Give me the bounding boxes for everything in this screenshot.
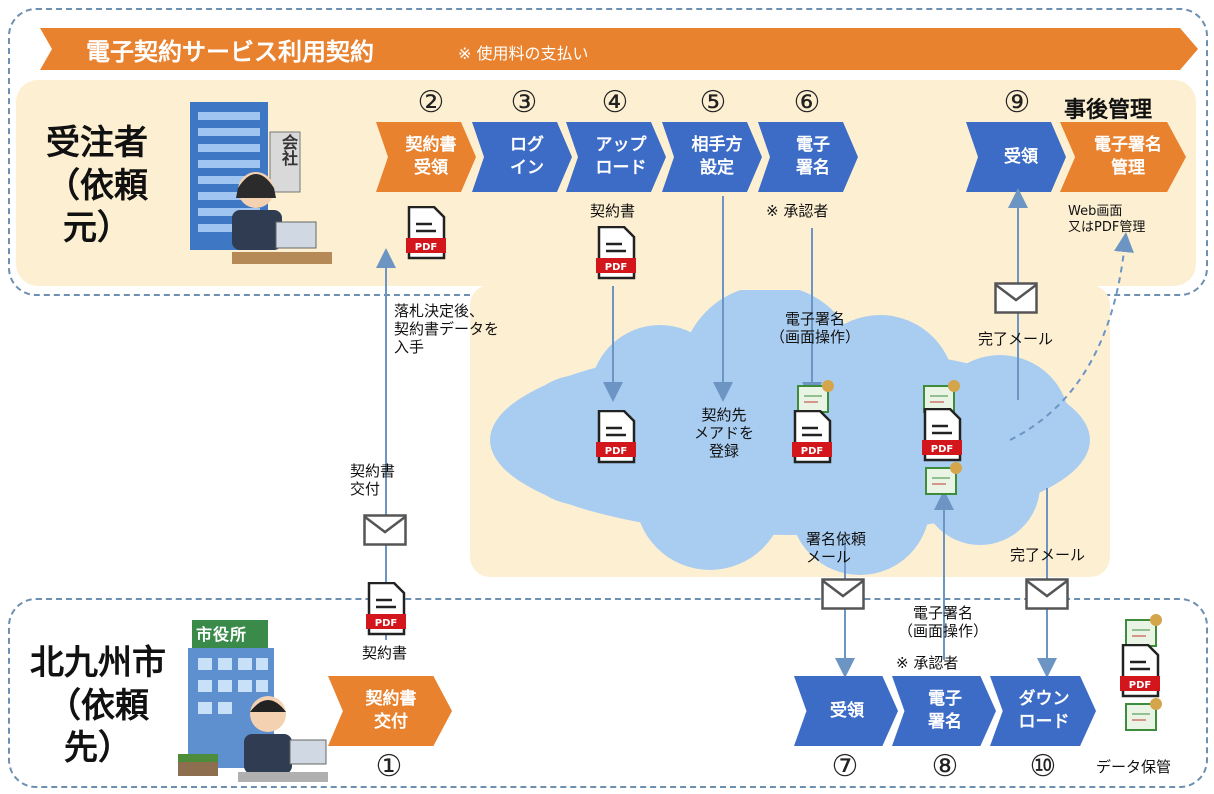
pdf-label: PDF — [605, 446, 627, 457]
mail-envelope-icon — [821, 578, 865, 610]
pdf-label: PDF — [931, 444, 953, 455]
signed-certificate-icon — [923, 380, 960, 413]
step-2-number: ② — [417, 85, 445, 120]
step-deliver-contract: 契約書 交付 — [328, 676, 452, 746]
step-download: ダウン ロード — [990, 676, 1096, 746]
pdf-label: PDF — [1129, 680, 1151, 691]
pdf-label: PDF — [415, 242, 437, 253]
mail-envelope-icon — [363, 514, 407, 546]
step-signature-management: 電子署名 管理 — [1060, 122, 1186, 192]
pdf-file-icon: PDF — [406, 206, 446, 260]
step-8-number: ⑧ — [931, 749, 959, 784]
pdf-file-icon: PDF — [366, 582, 406, 636]
step-3-number: ③ — [510, 85, 538, 120]
pdf-file-icon: PDF — [1120, 644, 1160, 698]
step-receive-contract: 契約書 受領 — [376, 122, 476, 192]
note-data-storage: データ保管 — [1096, 758, 1172, 776]
banner-note: ※ 使用料の支払い — [458, 44, 589, 63]
contractor-label: 受注者 （依頼元） — [46, 123, 148, 248]
note-register-email: 契約先 メアドを 登録 — [694, 406, 755, 460]
note-sign-request-mail: 署名依頼 メール — [806, 530, 867, 566]
office-building-icon — [190, 102, 332, 264]
step-7-number: ⑦ — [831, 749, 859, 784]
step-upload: アップ ロード — [566, 122, 666, 192]
signed-certificate-icon — [1125, 614, 1162, 647]
note-after-award: 落札決定後、 契約書データを 入手 — [394, 302, 500, 356]
step-set-counterparty: 相手方 設定 — [662, 122, 762, 192]
note-contract-doc-bottom: 契約書 — [362, 644, 408, 662]
pdf-file-icon: PDF — [596, 226, 636, 280]
step-5-number: ⑤ — [699, 85, 727, 120]
pdf-file-icon: PDF — [922, 408, 962, 462]
step-6-number: ⑥ — [793, 85, 821, 120]
signed-certificate-icon — [1125, 698, 1162, 731]
company-sign: 会社 — [279, 134, 298, 166]
mail-envelope-icon — [994, 282, 1038, 314]
note-done-mail-top: 完了メール — [978, 330, 1054, 348]
service-contract-banner — [40, 28, 1198, 70]
pdf-label: PDF — [375, 618, 397, 629]
note-contract-doc-top: 契約書 — [590, 202, 636, 220]
step-e-signature-bottom: 電子 署名 — [892, 676, 996, 746]
step-10-number: ⑩ — [1029, 749, 1057, 784]
pdf-label: PDF — [801, 446, 823, 457]
note-esign-screen-bottom: 電子署名 （画面操作） — [898, 604, 989, 640]
step-login: ログ イン — [472, 122, 572, 192]
pdf-label: PDF — [605, 262, 627, 273]
signed-certificate-icon — [797, 380, 834, 413]
city-label: 北九州市 （依頼先） — [30, 643, 166, 768]
signed-certificate-icon — [925, 462, 962, 495]
post-management-header: 事後管理 — [1064, 98, 1153, 123]
step-1-number: ① — [375, 749, 403, 784]
note-approver-bottom: ※ 承認者 — [896, 654, 959, 672]
note-done-mail-bottom: 完了メール — [1010, 546, 1086, 564]
banner-title: 電子契約サービス利用契約 — [86, 38, 374, 66]
note-deliver-contract: 契約書 交付 — [350, 462, 396, 498]
step-4-number: ④ — [601, 85, 629, 120]
pdf-file-icon: PDF — [792, 410, 832, 464]
city-hall-sign: 市役所 — [196, 625, 248, 644]
note-esign-screen-top: 電子署名 （画面操作） — [770, 310, 861, 346]
step-e-signature-top: 電子 署名 — [758, 122, 858, 192]
note-web-pdf-management: Web画面 又はPDF管理 — [1068, 204, 1146, 235]
step-9-number: ⑨ — [1003, 85, 1031, 120]
mail-envelope-icon — [1025, 578, 1069, 610]
step-receive-bottom: 受領 — [794, 676, 898, 746]
city-region-border — [8, 598, 1208, 788]
note-approver-top: ※ 承認者 — [766, 202, 829, 220]
pdf-file-icon: PDF — [596, 410, 636, 464]
step-receive-top: 受領 — [966, 122, 1066, 192]
city-hall-icon — [178, 620, 328, 782]
